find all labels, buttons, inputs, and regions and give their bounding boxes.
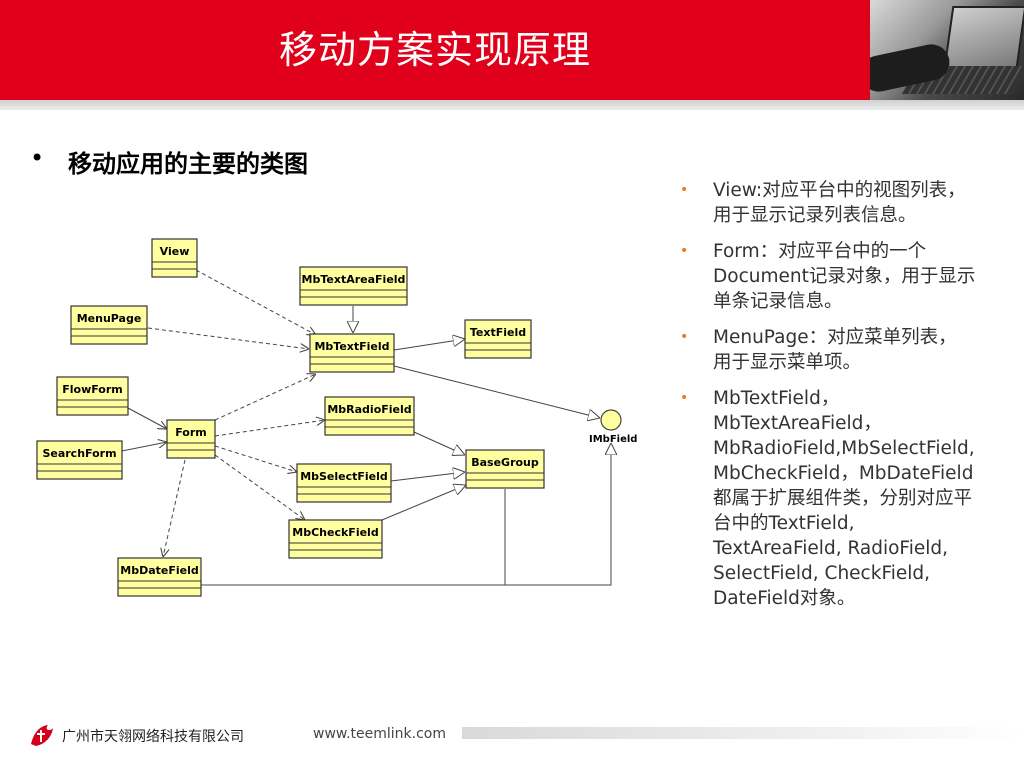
edge-menupage-mbtextfield (147, 327, 309, 349)
class-mb-date-field: MbDateField (117, 557, 202, 597)
class-view-label: View (160, 245, 190, 258)
class-base-group-label: BaseGroup (471, 456, 539, 469)
note-item: • MbTextField， MbTextAreaField， MbRadioF… (680, 386, 1010, 611)
class-mb-select-field-label: MbSelectField (300, 470, 388, 483)
class-mb-radio-field-box (324, 396, 415, 436)
class-mb-check-field-label: MbCheckField (292, 526, 378, 539)
edge-form-mbcheckfield (214, 454, 305, 520)
header-laptop-photo (870, 0, 1024, 100)
imbfield-lollipop (600, 409, 622, 431)
edge-form-mbtextfield (214, 374, 316, 421)
edge-mbdatefield-imbfield (201, 443, 611, 586)
class-menu-page-label: MenuPage (77, 312, 142, 325)
imbfield-label: IMbField (589, 434, 637, 445)
note-item: • View:对应平台中的视图列表， 用于显示记录列表信息。 (680, 178, 1010, 228)
edge-view-mbtextfield (195, 269, 316, 335)
bullet-dot: • (30, 144, 45, 172)
edge-flowform-form (127, 407, 167, 429)
class-mb-radio-field-label: MbRadioField (327, 403, 411, 416)
class-text-field-label: TextField (470, 326, 526, 339)
edge-mbselectfield-basegroup (390, 472, 465, 482)
company-logo-icon (31, 725, 53, 746)
class-mb-select-field-box (296, 463, 392, 503)
header-divider (0, 100, 1024, 110)
class-mb-check-field-box (288, 519, 383, 559)
diagram-edges (121, 269, 611, 586)
class-mb-text-area-field-label: MbTextAreaField (302, 273, 406, 286)
class-mb-date-field-label: MbDateField (120, 564, 198, 577)
class-view: View (151, 238, 198, 278)
edge-mbtextfield-textfield (393, 339, 465, 351)
edge-searchform-form (121, 442, 167, 452)
class-mb-date-field-box (117, 557, 202, 597)
footer-url[interactable]: www.teemlink.com (313, 726, 446, 742)
class-flow-form-label: FlowForm (62, 383, 123, 396)
notes-list: • View:对应平台中的视图列表， 用于显示记录列表信息。 • Form：对应… (680, 178, 1010, 622)
class-view-box (151, 238, 198, 278)
class-flow-form: FlowForm (56, 376, 129, 416)
class-form: Form (166, 419, 216, 459)
class-flow-form-box (56, 376, 129, 416)
note-bullet: • (680, 390, 689, 406)
class-menu-page: MenuPage (70, 305, 148, 345)
edge-mbcheckfield-basegroup (381, 485, 466, 521)
note-text: View:对应平台中的视图列表， 用于显示记录列表信息。 (713, 180, 966, 226)
class-base-group-box (465, 449, 545, 489)
main-bullet-text: 移动应用的主要的类图 (68, 150, 308, 178)
edge-mbradiofield-basegroup (413, 431, 465, 455)
edge-form-mbradiofield (214, 420, 325, 437)
note-text: MenuPage：对应菜单列表， 用于显示菜单项。 (713, 327, 957, 373)
class-form-label: Form (175, 426, 207, 439)
class-text-field-box (464, 319, 532, 359)
class-mb-text-area-field: MbTextAreaField (299, 266, 408, 306)
note-bullet: • (680, 243, 689, 259)
note-bullet: • (680, 182, 689, 198)
note-item: • MenuPage：对应菜单列表， 用于显示菜单项。 (680, 325, 1010, 375)
class-mb-select-field: MbSelectField (296, 463, 392, 503)
class-text-field: TextField (464, 319, 532, 359)
imbfield-interface: IMbField (589, 409, 637, 445)
note-item: • Form：对应平台中的一个 Document记录对象，用于显示 单条记录信息… (680, 239, 1010, 314)
edge-basegroup-imbfield (504, 489, 611, 586)
class-mb-check-field: MbCheckField (288, 519, 383, 559)
edge-form-mbdatefield (163, 459, 186, 557)
class-mb-text-field: MbTextField (309, 333, 395, 373)
class-mb-text-area-field-box (299, 266, 408, 306)
edge-mbtextfield-imbfield (393, 365, 600, 418)
class-search-form: SearchForm (36, 440, 123, 480)
class-base-group: BaseGroup (465, 449, 545, 489)
class-mb-text-field-label: MbTextField (314, 340, 389, 353)
class-mb-text-field-box (309, 333, 395, 373)
class-menu-page-box (70, 305, 148, 345)
note-text: Form：对应平台中的一个 Document记录对象，用于显示 单条记录信息。 (713, 241, 976, 312)
note-bullet: • (680, 329, 689, 345)
edge-form-mbselectfield (214, 445, 297, 472)
slide-title: 移动方案实现原理 (278, 28, 591, 72)
class-search-form-label: SearchForm (42, 447, 116, 460)
class-mb-radio-field: MbRadioField (324, 396, 415, 436)
class-form-box (166, 419, 216, 459)
class-search-form-box (36, 440, 123, 480)
note-text: MbTextField， MbTextAreaField， MbRadioFie… (713, 388, 975, 609)
footer-company-name: 广州市天翎网络科技有限公司 (62, 729, 244, 745)
footer-divider (462, 727, 1024, 739)
header-bar: 移动方案实现原理 (0, 0, 1024, 100)
